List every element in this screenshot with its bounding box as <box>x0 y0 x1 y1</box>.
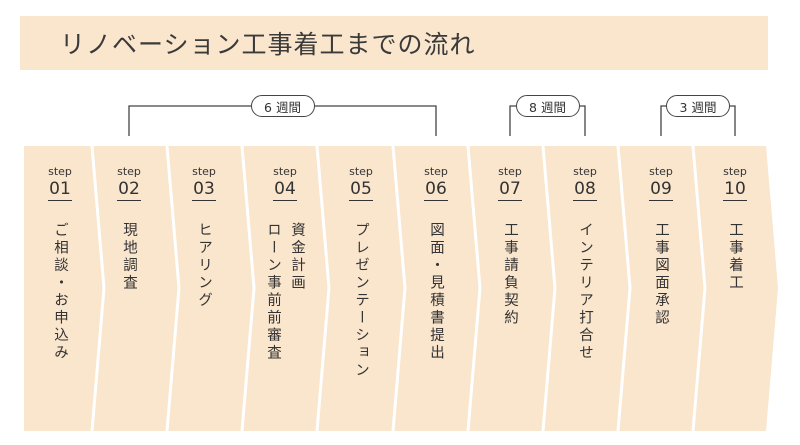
step-separator <box>466 145 482 432</box>
step-01-text: ご相談・お申込み <box>30 222 90 362</box>
step-04-text-line: ローン事前前審査 <box>265 222 281 362</box>
step-04-shape <box>242 146 329 431</box>
step-03-text: ヒアリング <box>174 222 234 310</box>
step-08-number: 08 <box>573 179 597 201</box>
step-09-number-wrap: 09 <box>631 179 691 201</box>
step-separator <box>391 145 407 432</box>
bracket-label-1: 6 週間 <box>250 95 315 117</box>
bracket-label-3: 3 週間 <box>666 95 730 117</box>
step-02-shape <box>92 146 179 431</box>
step-09-shape <box>618 146 705 431</box>
step-05-text: プレゼンテーション <box>331 222 391 380</box>
step-05-text-line: プレゼンテーション <box>353 222 369 380</box>
step-05-number: 05 <box>349 179 373 201</box>
step-06-text: 図面・見積書提出 <box>406 222 466 362</box>
step-05-label: step <box>349 165 373 178</box>
step-03-number: 03 <box>192 179 216 201</box>
step-01-label: step <box>48 165 72 178</box>
step-10-text: 工事着工 <box>705 222 765 292</box>
step-01-number: 01 <box>48 179 72 201</box>
step-03-shape <box>167 146 254 431</box>
step-08-text: インテリア打合せ <box>555 222 615 362</box>
step-07-number: 07 <box>498 179 522 201</box>
step-02-text-line: 現地調査 <box>121 222 137 292</box>
step-10-shape <box>693 146 778 431</box>
step-separator <box>616 145 632 432</box>
step-06-text-line: 図面・見積書提出 <box>428 222 444 362</box>
step-10-number: 10 <box>723 179 747 201</box>
step-01-number-wrap: 01 <box>30 179 90 201</box>
step-07-text: 工事請負契約 <box>480 222 540 327</box>
step-separator <box>315 145 331 432</box>
step-separator <box>541 145 557 432</box>
step-08-text-line: インテリア打合せ <box>577 222 593 362</box>
step-10-label: step <box>723 165 747 178</box>
step-02-number-wrap: 02 <box>99 179 159 201</box>
step-separator <box>165 145 181 432</box>
page-title: リノベーション工事着工までの流れ <box>60 30 476 59</box>
step-05-number-wrap: 05 <box>331 179 391 201</box>
step-04-number-wrap: 04 <box>255 179 315 201</box>
step-02-number: 02 <box>117 179 141 201</box>
step-04-text-line: 資金計画 <box>289 222 305 292</box>
step-10-text-line: 工事着工 <box>727 222 743 292</box>
step-09-number: 09 <box>649 179 673 201</box>
step-09-text-line: 工事図面承認 <box>653 222 669 327</box>
step-07-number-wrap: 07 <box>480 179 540 201</box>
step-06-label: step <box>424 165 448 178</box>
step-separator <box>240 145 256 432</box>
step-01-text-line: ご相談・お申込み <box>52 222 68 362</box>
step-03-text-line: ヒアリング <box>196 222 212 310</box>
step-08-label: step <box>573 165 597 178</box>
bracket-label-2: 8 週間 <box>515 95 580 117</box>
step-05-shape <box>317 146 404 431</box>
title-banner: リノベーション工事着工までの流れ <box>20 16 768 70</box>
step-06-shape <box>393 146 480 431</box>
step-10-number-wrap: 10 <box>705 179 765 201</box>
step-04-label: step <box>273 165 297 178</box>
step-08-number-wrap: 08 <box>555 179 615 201</box>
step-08-shape <box>543 146 630 431</box>
step-06-number-wrap: 06 <box>406 179 466 201</box>
step-separator <box>691 145 707 432</box>
step-07-label: step <box>498 165 522 178</box>
step-03-number-wrap: 03 <box>174 179 234 201</box>
step-06-number: 06 <box>424 179 448 201</box>
step-09-text: 工事図面承認 <box>631 222 691 327</box>
step-07-text-line: 工事請負契約 <box>502 222 518 327</box>
step-04-text: 資金計画ローン事前前審査 <box>255 222 315 362</box>
step-03-label: step <box>192 165 216 178</box>
step-02-label: step <box>117 165 141 178</box>
step-07-shape <box>468 146 555 431</box>
step-separator <box>90 145 106 432</box>
step-09-label: step <box>649 165 673 178</box>
step-04-number: 04 <box>273 179 297 201</box>
step-02-text: 現地調査 <box>99 222 159 292</box>
